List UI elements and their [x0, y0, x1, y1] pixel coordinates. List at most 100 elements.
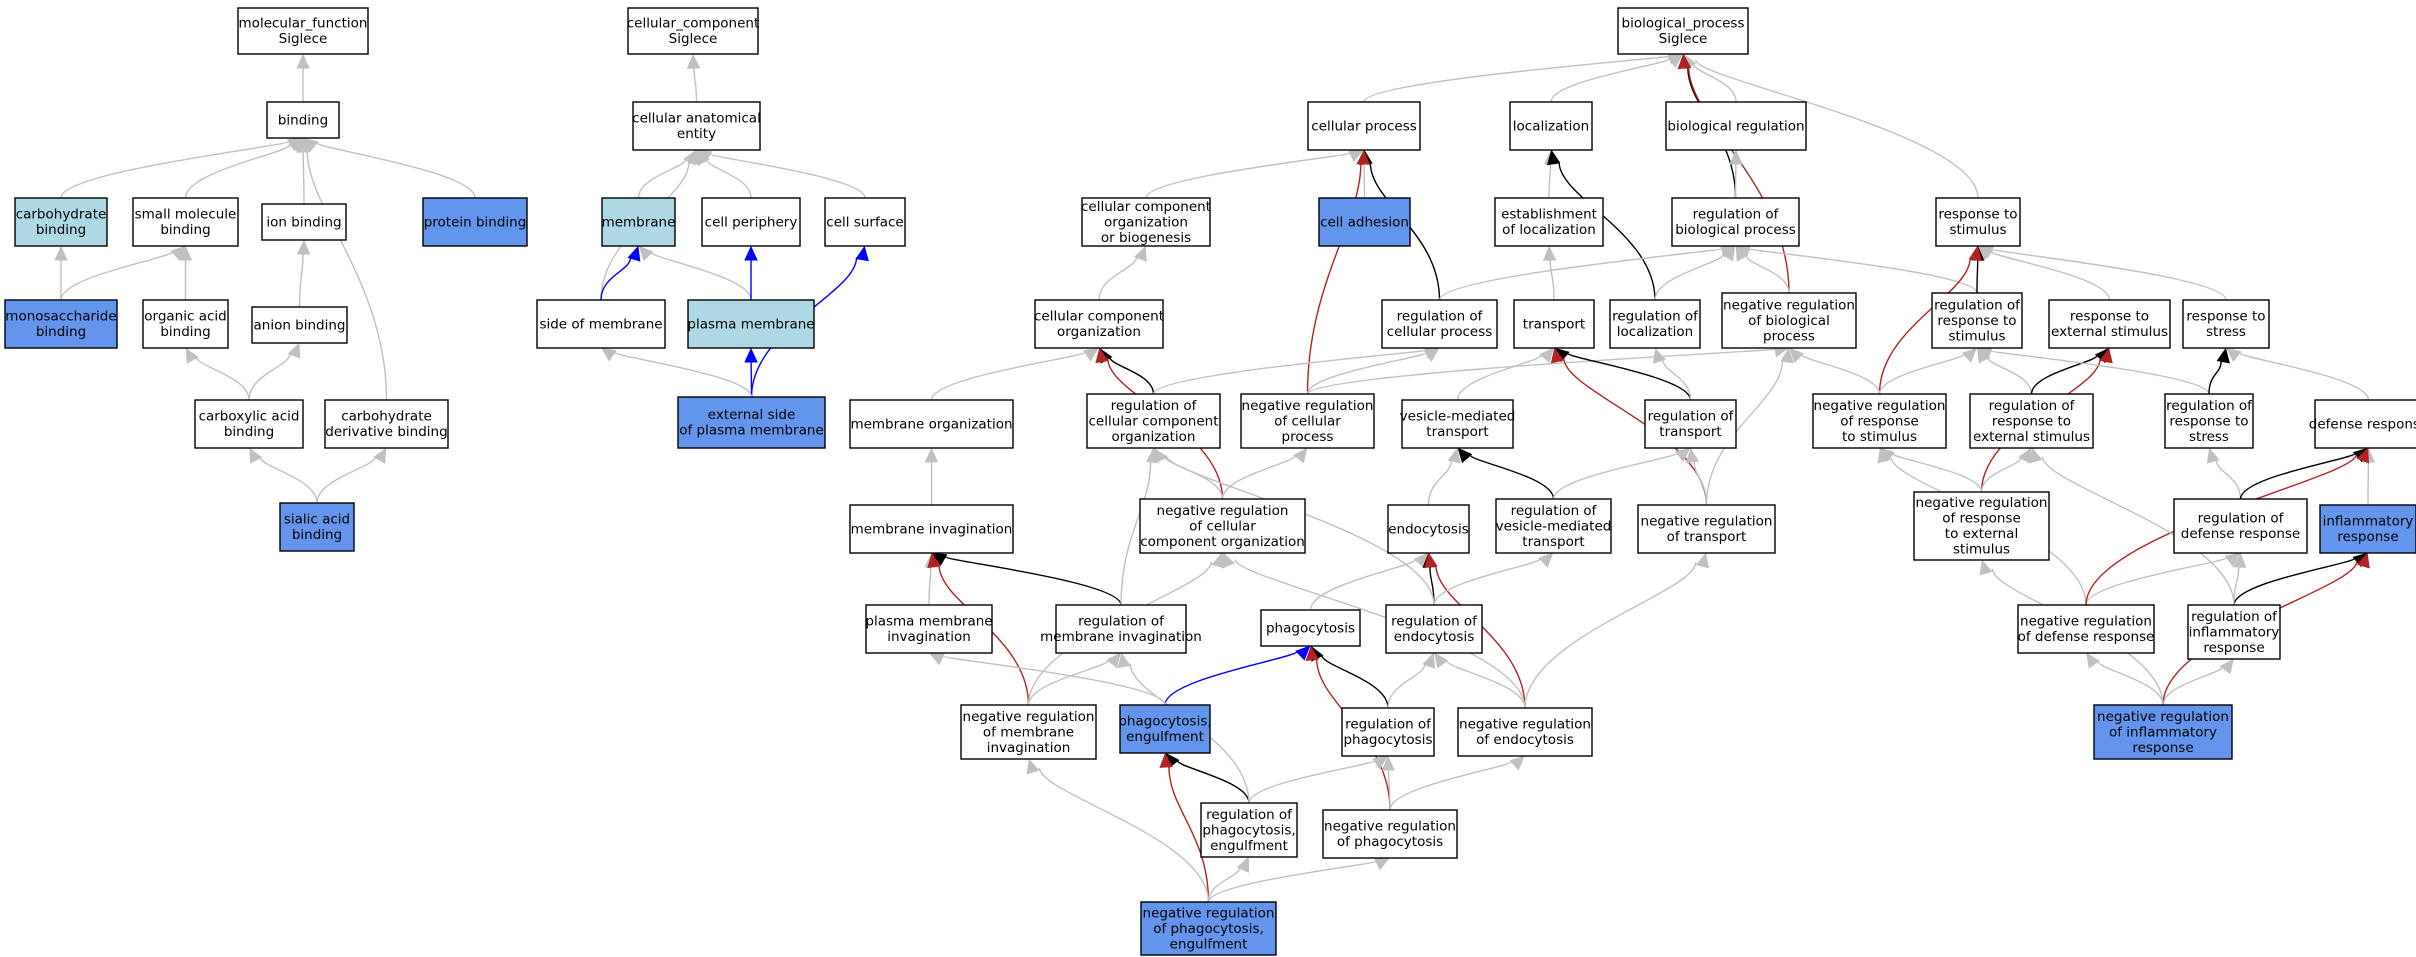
node-box	[2093, 704, 2233, 760]
edge-plasma_membrane-to-membrane	[638, 245, 752, 301]
node-memb-org[interactable]: membrane organization	[849, 399, 1014, 449]
edge-reg_cp-to-reg_bp	[1438, 245, 1736, 301]
node-phagocytosis[interactable]: phagocytosis	[1260, 609, 1361, 647]
node-label-line: transport	[1523, 316, 1585, 332]
node-ion-binding[interactable]: ion binding	[261, 203, 347, 241]
node-label-line: negative regulation	[1641, 514, 1773, 530]
edge-reg_phago-to-phagocytosis	[1310, 645, 1389, 709]
node-protein-binding[interactable]: protein binding	[422, 197, 528, 247]
node-label-line: regulation of	[1397, 309, 1484, 325]
node-anion-binding[interactable]: anion binding	[251, 306, 348, 344]
edge-neg_reg_resp_stim-to-reg_resp_stim	[1878, 347, 1977, 395]
edge-phago_engulf-to-phagocytosis	[1164, 645, 1311, 706]
edge-line	[2238, 352, 2370, 401]
arrowhead-icon	[1095, 347, 1109, 364]
node-label-line: negative regulation	[1143, 905, 1275, 921]
node-cell-adhesion[interactable]: cell adhesion	[1318, 197, 1411, 247]
edge-line	[944, 556, 1122, 606]
node-label-line: localization	[1617, 324, 1693, 340]
node-box	[324, 399, 449, 449]
edge-line	[1980, 456, 2022, 493]
node-binding[interactable]: binding	[266, 101, 340, 139]
node-label-line: process	[1282, 429, 1334, 445]
node-label-line: endocytosis	[1388, 521, 1468, 537]
edge-line	[1387, 769, 1391, 811]
node-box	[1969, 393, 2094, 449]
node-transport[interactable]: transport	[1513, 299, 1595, 349]
node-endocytosis[interactable]: endocytosis	[1387, 504, 1470, 554]
node-cell-periphery[interactable]: cell periphery	[701, 197, 801, 247]
node-memb-invag[interactable]: membrane invagination	[849, 504, 1014, 554]
node-bio-reg[interactable]: biological regulation	[1665, 101, 1807, 151]
node-cellular-process[interactable]: cellular process	[1307, 101, 1421, 151]
node-box	[1240, 393, 1375, 449]
arrowhead-icon	[1674, 447, 1691, 463]
arrowhead-icon	[1434, 652, 1449, 669]
node-phago-engulf[interactable]: phagocytosis,engulfment	[1118, 704, 1212, 754]
node-defense[interactable]: defense response	[2309, 399, 2416, 449]
node-box	[1119, 704, 1211, 754]
node-localization[interactable]: localization	[1509, 101, 1593, 151]
edge-reg_loc-to-localization	[1546, 149, 1656, 301]
arrowhead-icon	[296, 53, 310, 69]
node-cell-surface[interactable]: cell surface	[824, 197, 906, 247]
edge-reg_resp_stress-to-reg_resp_stim	[1976, 347, 2210, 395]
edge-line	[248, 353, 291, 401]
node-plasma-membrane[interactable]: plasma membrane	[687, 299, 815, 349]
node-label-line: defense response	[2309, 416, 2416, 432]
node-label-line: of plasma membrane	[679, 423, 824, 439]
node-box	[1513, 299, 1595, 349]
node-membrane[interactable]: membrane	[601, 197, 676, 247]
node-side-membrane[interactable]: side of membrane	[536, 299, 666, 349]
